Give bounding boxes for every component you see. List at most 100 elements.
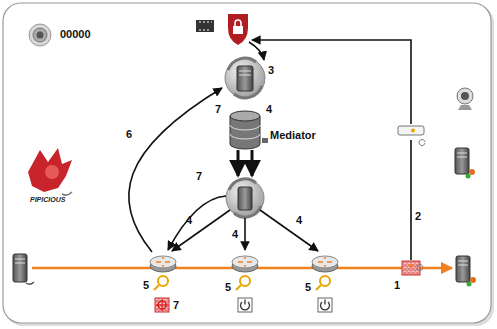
router-icons	[150, 256, 338, 272]
server-icons	[467, 282, 472, 287]
webcam-icon	[457, 88, 473, 104]
webcam-icon	[461, 92, 469, 100]
power-icons	[238, 298, 332, 312]
router-icons	[312, 256, 338, 268]
firewall-icon	[417, 265, 423, 271]
router-icons	[232, 256, 258, 268]
callout-number: 7	[173, 299, 179, 311]
callout-number: 4	[266, 103, 272, 115]
webcam-icon	[457, 88, 473, 110]
node-text: 00000	[60, 28, 91, 40]
flow-arrows	[244, 218, 246, 250]
middle-server	[226, 179, 264, 217]
callout-number: 5	[225, 281, 231, 293]
callout-number: 5	[143, 279, 149, 291]
firewall-icon	[402, 261, 423, 275]
attacker-logo	[45, 165, 59, 179]
sensor-icon	[29, 24, 51, 46]
magnifier-icons	[236, 285, 241, 290]
magnifier-icons	[154, 285, 159, 290]
flow-arrows	[237, 150, 240, 176]
attacker-logo	[28, 148, 72, 195]
power-icons	[244, 300, 245, 305]
server-icons	[26, 282, 34, 284]
attacker-logo	[28, 148, 72, 192]
flow-arrows	[252, 40, 411, 260]
callout-number: 3	[268, 64, 274, 76]
top-server	[239, 71, 251, 75]
target-icon	[156, 299, 168, 311]
webcam-icon	[458, 105, 472, 110]
middle-server	[238, 187, 252, 210]
power-icons	[238, 298, 252, 312]
sensor-device-icon	[411, 129, 415, 133]
top-server	[225, 58, 265, 98]
target-icon	[155, 298, 169, 312]
power-icons	[324, 300, 325, 305]
lock-shield-icon	[235, 20, 241, 26]
callout-number: 1	[394, 279, 400, 291]
target-icon	[155, 298, 169, 312]
flow-arrows	[251, 150, 254, 176]
lock-shield-icon	[228, 14, 248, 45]
server-icons	[458, 261, 468, 265]
node-text: Mediator	[270, 129, 316, 141]
sensor-icon	[33, 28, 47, 42]
lock-shield-icon	[233, 26, 243, 34]
film-icon	[199, 22, 212, 30]
film-icon	[196, 20, 214, 32]
sensor-device-icon	[419, 140, 425, 146]
film-icon	[196, 20, 214, 32]
server-icons	[13, 148, 476, 287]
callout-number: 2	[415, 210, 421, 222]
server-icons	[470, 277, 476, 283]
sensor-device-icon	[398, 126, 424, 135]
router-icons	[156, 257, 170, 267]
flow-arrows	[168, 196, 226, 250]
router-icons	[150, 256, 176, 272]
mediator-database	[230, 111, 268, 149]
sensor-icon	[37, 32, 44, 39]
mediator-database	[230, 111, 260, 121]
server-icons	[466, 174, 471, 179]
callout-number: 4	[186, 214, 192, 226]
server-icons	[455, 148, 469, 174]
device-id-label: 00000	[58, 27, 93, 41]
outer-frame	[3, 3, 491, 323]
middle-server	[226, 179, 264, 217]
callout-number: 6	[126, 128, 132, 140]
callout-number: 7	[215, 103, 221, 115]
flow-arrows	[249, 42, 264, 60]
callout-number: 5	[305, 281, 311, 293]
power-icons	[318, 298, 332, 312]
callout-number: 7	[196, 170, 202, 182]
lock-shield-icon	[228, 14, 248, 45]
callout-number: 4	[296, 214, 302, 226]
flow-arrows	[129, 88, 222, 252]
mediator-database	[230, 125, 260, 139]
firewall-icon	[409, 264, 413, 268]
server-icons	[15, 259, 25, 263]
magnifier-icons	[316, 285, 321, 290]
sensor-icon	[29, 24, 51, 46]
router-icons	[312, 256, 338, 272]
callout-number: 4	[232, 228, 238, 240]
router-icons	[232, 256, 258, 272]
attacker-logo	[62, 192, 72, 195]
magnifier-icons	[240, 276, 250, 286]
server-icons	[457, 153, 467, 157]
router-icons	[318, 257, 332, 267]
router-icons	[238, 257, 252, 267]
flow-arrows	[260, 210, 318, 251]
server-icons	[469, 169, 475, 175]
magnifier-icons	[158, 276, 168, 286]
top-server	[225, 58, 265, 98]
magnifier-icons	[154, 276, 330, 290]
flow-arrows	[129, 40, 411, 260]
logo-text: PIPICIOUS	[30, 196, 65, 204]
router-icons	[150, 256, 176, 268]
top-server	[237, 66, 253, 91]
magnifier-icons	[320, 276, 330, 286]
